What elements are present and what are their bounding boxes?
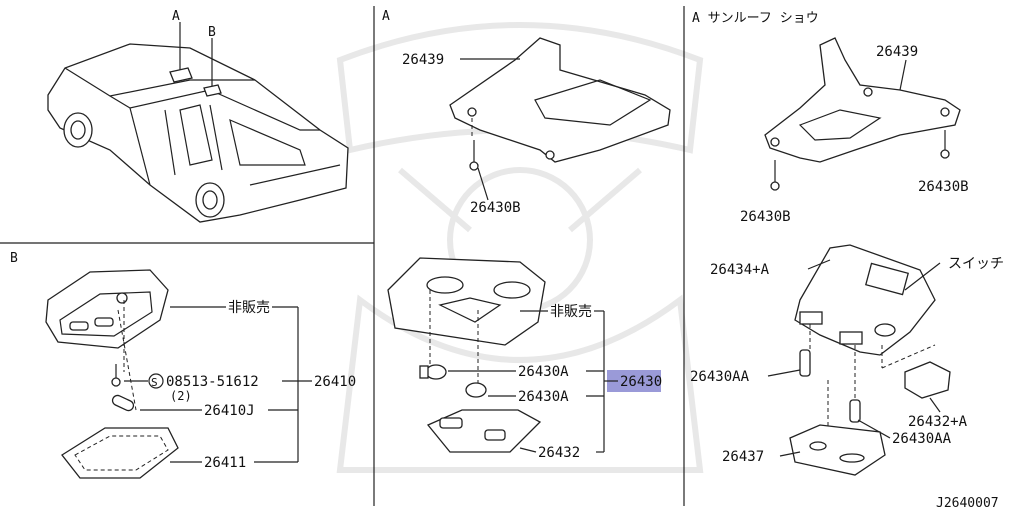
b-screw-label: 08513-51612 (166, 374, 259, 390)
a-assy-highlight (607, 370, 661, 392)
screw-b (111, 364, 121, 387)
sr-lens-label: 26437 (722, 449, 764, 465)
a-bulb-2 (465, 382, 487, 398)
a-lamp-assy (387, 257, 546, 346)
sr-housing-label: 26434+A (710, 262, 770, 278)
b-screw-symbol: S (151, 376, 158, 389)
b-assy-label: 26410 (314, 374, 356, 390)
sr-bracket-label: 26439 (876, 44, 918, 60)
car-marker-b (203, 84, 222, 97)
bulb-b (111, 394, 135, 412)
a-lens (426, 409, 542, 453)
b-lens-label: 26411 (204, 455, 246, 471)
a-bracket (449, 37, 671, 163)
lens-b (61, 427, 179, 479)
sr-screw-right-label: 26430B (918, 179, 969, 195)
footer-code: J2640007 (936, 496, 999, 511)
sr-lens-right (904, 361, 951, 399)
section-b-lamp-assy (45, 269, 169, 349)
section-a-sunroof-title: A サンルーフ ショウ (692, 11, 819, 26)
a-screw (469, 118, 479, 171)
sr-lens-right-label: 26432+A (908, 414, 968, 430)
sr-bracket (764, 37, 961, 163)
sr-bulb-right-label: 26430AA (892, 431, 952, 447)
b-not-sold-label: 非販売 (228, 300, 270, 316)
screw-symbol-circle (148, 373, 164, 389)
b-screw-qty: (2) (170, 389, 192, 403)
sr-bulb-left-label: 26430AA (690, 369, 750, 385)
section-a-title: A (382, 9, 390, 24)
a-screw-label: 26430B (470, 200, 521, 216)
a-assy-label: 26430 (620, 374, 662, 390)
a-bulb2-label: 26430A (518, 389, 569, 405)
a-bulb1-label: 26430A (518, 364, 569, 380)
sr-bulb-right (849, 399, 861, 423)
car-marker-a (169, 67, 193, 83)
sr-screw-left-label: 26430B (740, 209, 791, 225)
sr-lens (789, 424, 886, 476)
car-label-a: A (172, 9, 180, 24)
a-bracket-label: 26439 (402, 52, 444, 68)
sr-screw-right (940, 130, 950, 159)
a-bulb-1 (419, 364, 447, 380)
sr-switch-label: スイッチ (948, 256, 1004, 272)
section-b-title: B (10, 251, 18, 266)
a-not-sold-label: 非販売 (550, 304, 592, 320)
car-illustration (47, 22, 349, 223)
a-lens-label: 26432 (538, 445, 580, 461)
sr-screw-left (770, 160, 780, 191)
sr-housing (794, 244, 936, 356)
b-bulb-label: 26410J (204, 403, 255, 419)
car-label-b: B (208, 25, 216, 40)
sr-bulb-left (799, 349, 811, 377)
